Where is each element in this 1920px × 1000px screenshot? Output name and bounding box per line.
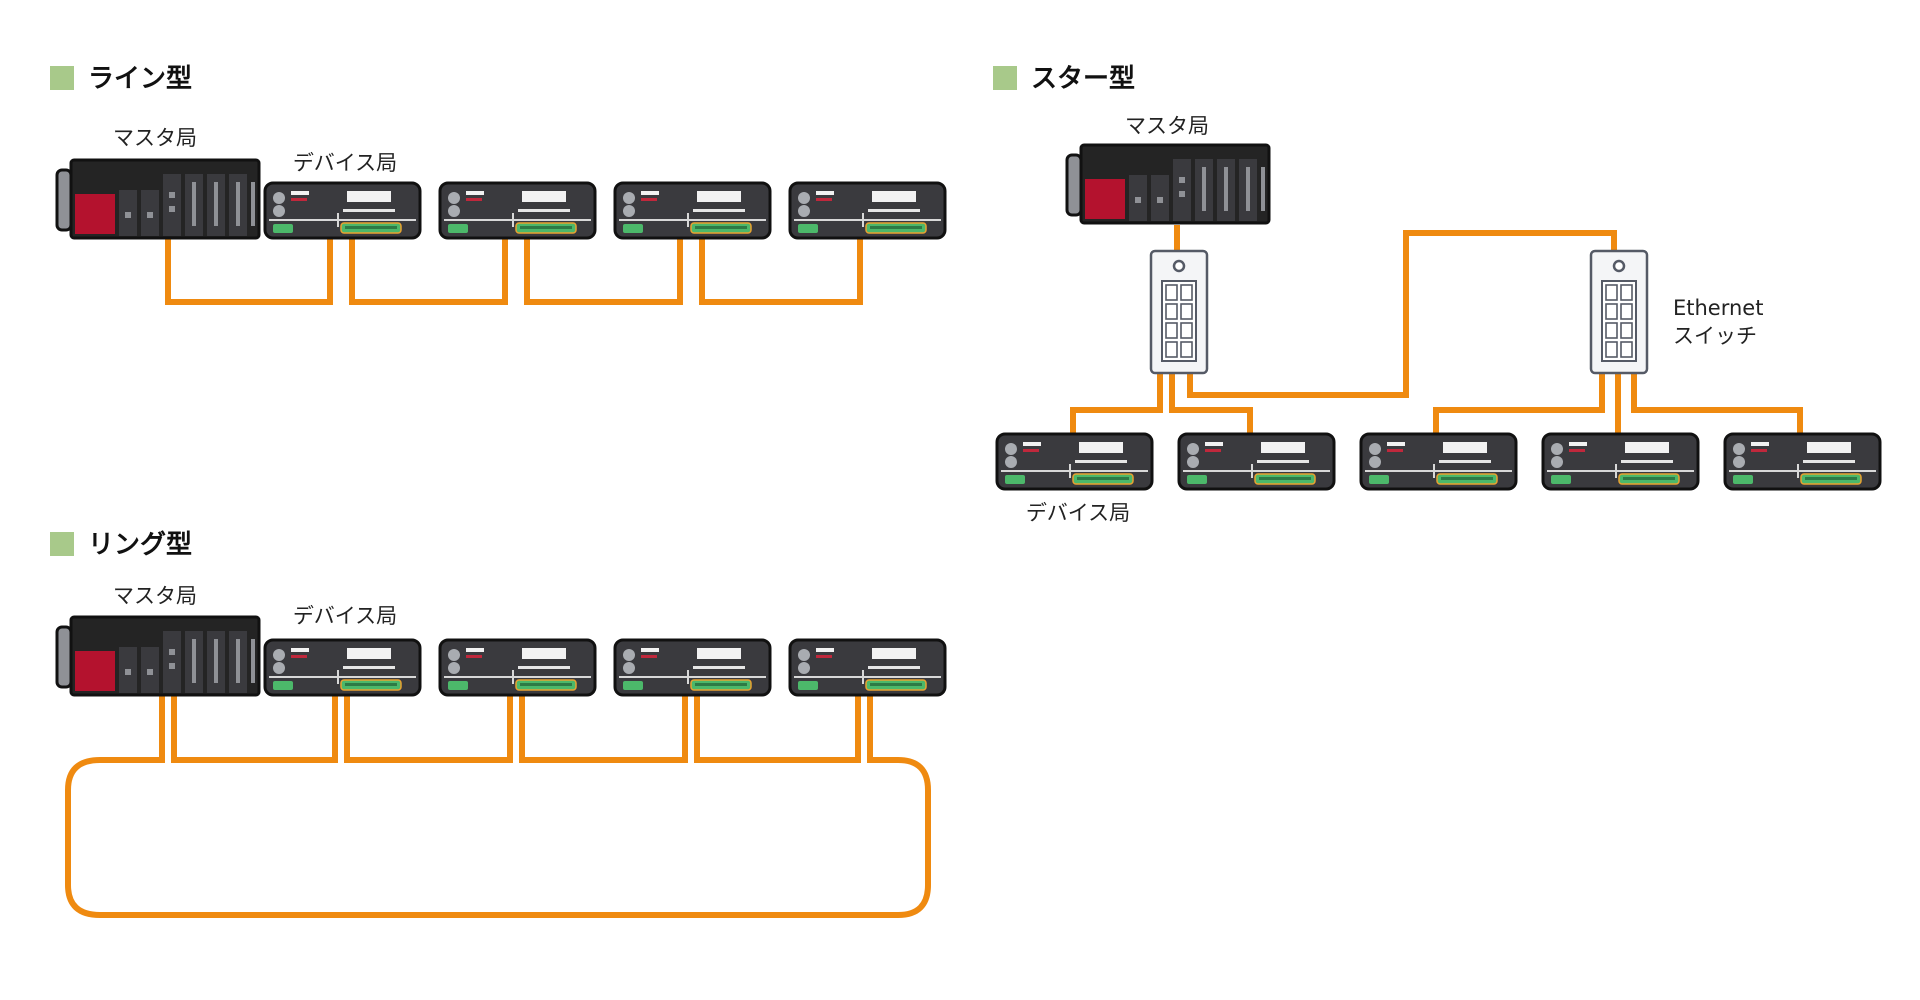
ring-device-station-4 [788, 638, 947, 697]
star-device-station-4 [1541, 432, 1700, 491]
line-device-station-2 [438, 181, 597, 240]
line-master-station [55, 158, 261, 240]
star-cable-device-5 [1631, 372, 1803, 434]
ethernet-switch-2 [1589, 249, 1649, 375]
star-cable-switch-switch [1187, 230, 1617, 398]
star-device-station-3 [1359, 432, 1518, 491]
star-topology: スター型 マスタ局 Ethernet スイッチ デバイス局 [993, 64, 1882, 525]
line-cable [165, 238, 863, 305]
line-master-label: マスタ局 [113, 126, 197, 150]
star-cable-device-2 [1169, 372, 1253, 434]
line-topology: ライン型 マスタ局 デバイス局 [50, 64, 947, 305]
star-cable-device-1 [1070, 372, 1163, 434]
ring-device-label: デバイス局 [293, 604, 397, 628]
star-device-station-2 [1177, 432, 1336, 491]
star-device-station-1 [995, 432, 1154, 491]
ring-heading-marker-icon [50, 532, 74, 556]
line-topology-title: ライン型 [88, 64, 192, 94]
switch-label-line2: スイッチ [1673, 324, 1757, 348]
ring-master-station [55, 615, 261, 697]
line-device-label: デバイス局 [293, 151, 397, 175]
ring-device-station-2 [438, 638, 597, 697]
line-device-station-4 [788, 181, 947, 240]
line-device-station-1 [263, 181, 422, 240]
ring-master-label: マスタ局 [113, 584, 197, 608]
ring-device-station-1 [263, 638, 422, 697]
ethernet-switch-1 [1149, 249, 1209, 375]
star-master-label: マスタ局 [1125, 114, 1209, 138]
line-heading-marker-icon [50, 66, 74, 90]
star-heading-marker-icon [993, 66, 1017, 90]
star-device-label: デバイス局 [1026, 501, 1130, 525]
ring-topology: リング型 マスタ局 デバイス局 [50, 530, 947, 918]
line-device-station-3 [613, 181, 772, 240]
star-master-station [1065, 143, 1271, 225]
switch-label-line1: Ethernet [1673, 296, 1763, 320]
ring-topology-title: リング型 [88, 530, 192, 560]
ring-cable-chain [171, 695, 861, 763]
ring-cable-loop [65, 695, 931, 918]
star-cable-device-3 [1433, 372, 1605, 434]
ring-device-station-3 [613, 638, 772, 697]
star-topology-title: スター型 [1031, 64, 1135, 94]
star-device-station-5 [1723, 432, 1882, 491]
